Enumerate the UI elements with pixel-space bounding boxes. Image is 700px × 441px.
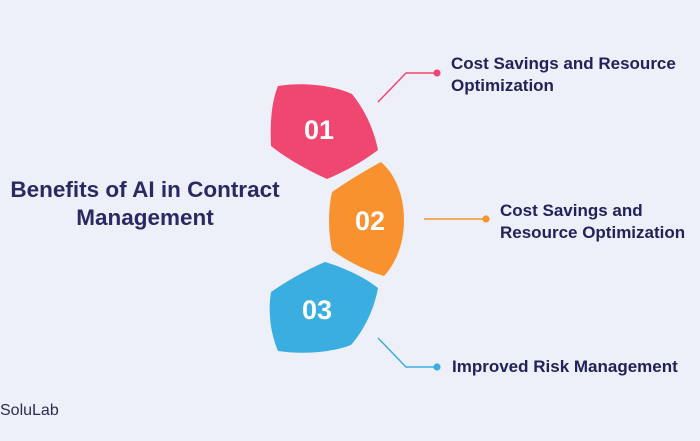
step-03-label: Improved Risk Management [452, 356, 678, 378]
diagram-title-line-2: Management [76, 205, 214, 230]
step-01-number: 01 [304, 115, 334, 145]
diagram-title: Benefits of AI in Contract Management [0, 176, 302, 232]
step-01-segment [270, 84, 378, 179]
step-03-connector [377, 337, 441, 371]
step-01-label-line-1: Cost Savings and Resource [451, 54, 676, 73]
step-02-connector [424, 215, 490, 223]
step-02-number: 02 [355, 206, 385, 236]
step-02-label-line-1: Cost Savings and [500, 201, 643, 220]
step-03-segment [269, 262, 378, 353]
step-01-connector [377, 69, 441, 103]
step-01-label: Cost Savings and Resource Optimization [451, 53, 676, 97]
brand-logo-text: SoluLab [0, 402, 59, 419]
step-03-label-line-1: Improved Risk Management [452, 357, 678, 376]
step-02-segment [329, 162, 404, 276]
step-01-label-line-2: Optimization [451, 76, 554, 95]
step-02-label-line-2: Resource Optimization [500, 223, 686, 242]
step-02-label: Cost Savings and Resource Optimization [500, 200, 685, 244]
diagram-title-line-1: Benefits of AI in Contract [10, 177, 280, 202]
step-03-number: 03 [302, 295, 332, 325]
